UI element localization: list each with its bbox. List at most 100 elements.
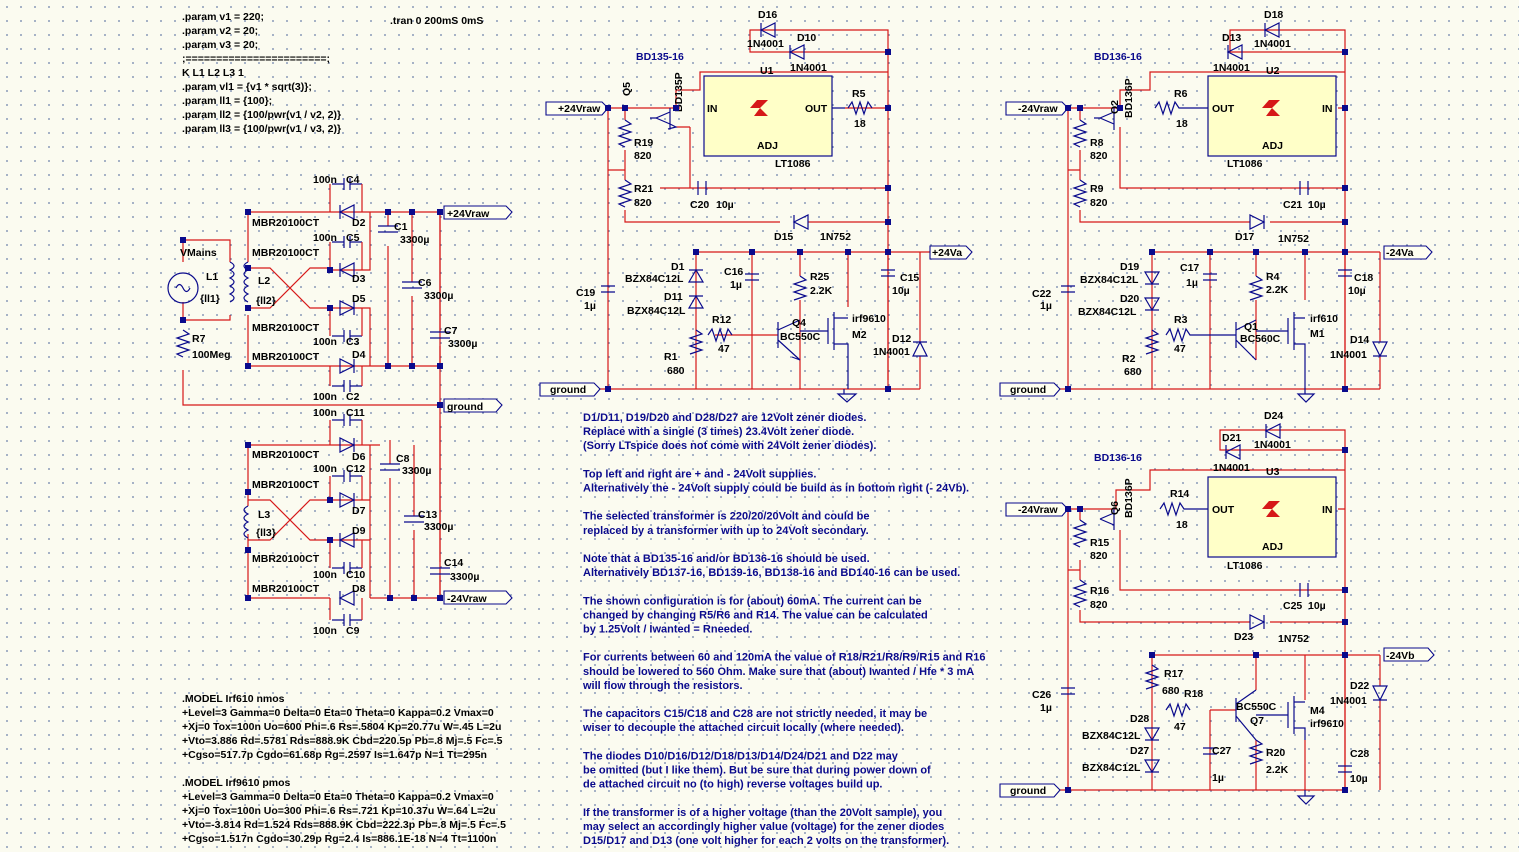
diode-d22[interactable]: [1372, 685, 1388, 702]
resistor-r7[interactable]: [175, 329, 191, 358]
mosfet-m4[interactable]: [1256, 696, 1306, 740]
mains-source-section[interactable]: VMains L1 {ll1} L2 {ll2} R7 100Meg: [167, 211, 440, 406]
transistor-q2[interactable]: [1094, 108, 1115, 130]
capacitor-c15[interactable]: [881, 269, 895, 277]
capacitor-c22[interactable]: [1061, 285, 1075, 293]
mosfet-m1[interactable]: [1256, 312, 1306, 389]
note-line: be omitted (but I like them). But be sur…: [583, 765, 931, 777]
capacitor-c26[interactable]: [1061, 687, 1075, 695]
c8-label: C8: [396, 453, 410, 465]
diode-d18[interactable]: [1263, 22, 1280, 38]
resistor-r4[interactable]: [1248, 275, 1264, 301]
resistor-r18[interactable]: [1165, 702, 1191, 718]
zener-d1-d11[interactable]: [687, 268, 705, 309]
r3-label: R3: [1174, 314, 1188, 326]
note-line: wiser to decouple the attached circuit l…: [582, 722, 904, 734]
m4-label: M4: [1310, 705, 1325, 717]
net-flag-p24raw-mid[interactable]: +24Vraw: [545, 101, 609, 116]
directive-line: .MODEL Irf9610 pmos: [182, 777, 290, 789]
zener-d17[interactable]: [1249, 214, 1266, 230]
net-flag-m24b[interactable]: -24Vb: [1383, 647, 1435, 662]
resistor-r3[interactable]: [1165, 327, 1236, 343]
negative-24vb-regulator[interactable]: OUT IN ADJ U3 LT1086 BD136-16 Q6 BD136P …: [1032, 410, 1388, 805]
diode-d13[interactable]: [1226, 44, 1243, 60]
c100n-label: 100n: [313, 336, 337, 348]
transistor-q4[interactable]: [777, 319, 801, 361]
resistor-r19[interactable]: [617, 119, 633, 148]
resistor-r5[interactable]: [832, 100, 873, 116]
diode-d12[interactable]: [912, 340, 928, 357]
note-line: Alternatively BD137-16, BD139-16, BD138-…: [583, 567, 960, 579]
net-flag-ground-mid[interactable]: ground: [539, 382, 601, 397]
net-flag-ground-left[interactable]: ground: [443, 398, 503, 413]
mbr-label: MBR20100CT: [252, 247, 320, 259]
resistor-r25[interactable]: [792, 275, 808, 301]
resistor-r1[interactable]: [688, 329, 704, 355]
resistor-r8[interactable]: [1072, 119, 1088, 148]
net-flag-p24raw-left[interactable]: +24Vraw: [443, 205, 513, 220]
diode-d10[interactable]: [788, 44, 805, 60]
diode-d16[interactable]: [759, 22, 776, 38]
transistor-q1[interactable]: [1235, 319, 1257, 361]
capacitor-c25[interactable]: [1299, 583, 1309, 597]
capacitor-c28[interactable]: [1338, 765, 1352, 773]
resistor-r21[interactable]: [617, 179, 633, 208]
d1-label: D1: [671, 261, 685, 273]
capacitor-c20[interactable]: [697, 181, 707, 195]
param-directives[interactable]: .param v1 = 220; .param v2 = 20; .param …: [182, 11, 341, 135]
negative-24v-regulator[interactable]: OUT IN ADJ U2 LT1086 BD136-16 Q2 BD136P …: [1032, 9, 1388, 403]
mbr-label: MBR20100CT: [252, 217, 320, 229]
capacitor-c18[interactable]: [1338, 269, 1352, 277]
d20-label: D20: [1120, 293, 1139, 305]
net-flag-ground-right[interactable]: ground: [999, 382, 1061, 397]
capacitor-c21[interactable]: [1299, 181, 1309, 195]
positive-24v-regulator[interactable]: IN OUT ADJ U1 LT1086 BD135-16 Q5 BD135P …: [576, 9, 930, 403]
l3-value: {ll3}: [256, 527, 276, 539]
resistor-r20[interactable]: [1248, 739, 1264, 765]
zener-d19-d20[interactable]: [1143, 271, 1161, 312]
negative-rectifier-bank[interactable]: L3 {ll3} 100n C11 100n C12 100n C10 100n…: [243, 407, 479, 637]
note-line: The diodes D10/D16/D12/D18/D13/D14/D24/D…: [583, 750, 899, 762]
net-flag-m24raw-right[interactable]: -24Vraw: [1005, 101, 1069, 116]
capacitor-c19[interactable]: [601, 285, 615, 293]
net-flag-p24a[interactable]: +24Va: [929, 245, 973, 260]
resistor-r16[interactable]: [1072, 579, 1088, 608]
net-flag-ground-bottom[interactable]: ground: [999, 783, 1061, 798]
notes-comment[interactable]: D1/D11, D19/D20 and D28/D27 are 12Volt z…: [582, 412, 985, 847]
capacitor-c27[interactable]: [1203, 747, 1217, 755]
model-pmos-directive[interactable]: .MODEL Irf9610 pmos +Level=3 Gamma=0 Del…: [182, 777, 506, 845]
resistor-r17[interactable]: [1144, 664, 1160, 690]
mosfet-m2[interactable]: [800, 312, 849, 389]
note-line: changed by changing R5/R6 and R14. The v…: [583, 609, 928, 621]
zener-d23[interactable]: [1249, 614, 1266, 630]
capacitor-c16[interactable]: [745, 273, 759, 281]
net-flag-m24raw-bottom[interactable]: -24Vraw: [1005, 502, 1069, 517]
l3-label: L3: [258, 509, 270, 521]
transistor-q6[interactable]: [1099, 509, 1115, 530]
resistor-r15[interactable]: [1072, 519, 1088, 548]
ac-source-symbol[interactable]: [167, 272, 199, 304]
diode-d24[interactable]: [1264, 423, 1281, 439]
tran-directive[interactable]: .tran 0 200mS 0mS: [390, 15, 483, 27]
directive-line: .param ll1 = {100};: [182, 95, 272, 107]
r16-value: 820: [1090, 599, 1108, 611]
r3-value: 47: [1174, 343, 1186, 355]
zener-d28-d27[interactable]: [1143, 727, 1161, 774]
model-nmos-directive[interactable]: .MODEL Irf610 nmos +Level=3 Gamma=0 Delt…: [182, 693, 503, 761]
resistor-r14[interactable]: [1159, 501, 1208, 517]
net-flag-m24a[interactable]: -24Va: [1383, 245, 1433, 260]
zener-d15[interactable]: [792, 214, 809, 230]
resistor-r2[interactable]: [1144, 329, 1160, 355]
resistor-r6[interactable]: [1154, 100, 1208, 116]
resistor-r9[interactable]: [1072, 179, 1088, 208]
capacitor-c17[interactable]: [1203, 273, 1217, 281]
diode-d21[interactable]: [1224, 444, 1241, 460]
inductor-l1[interactable]: [228, 261, 235, 303]
inductor-l3[interactable]: [243, 505, 250, 539]
diode-d14[interactable]: [1372, 341, 1388, 358]
transistor-q7[interactable]: [1235, 689, 1257, 741]
transistor-q5[interactable]: [650, 108, 678, 130]
resistor-r12[interactable]: [707, 327, 733, 343]
net-flag-m24raw-left[interactable]: -24Vraw: [443, 590, 513, 605]
